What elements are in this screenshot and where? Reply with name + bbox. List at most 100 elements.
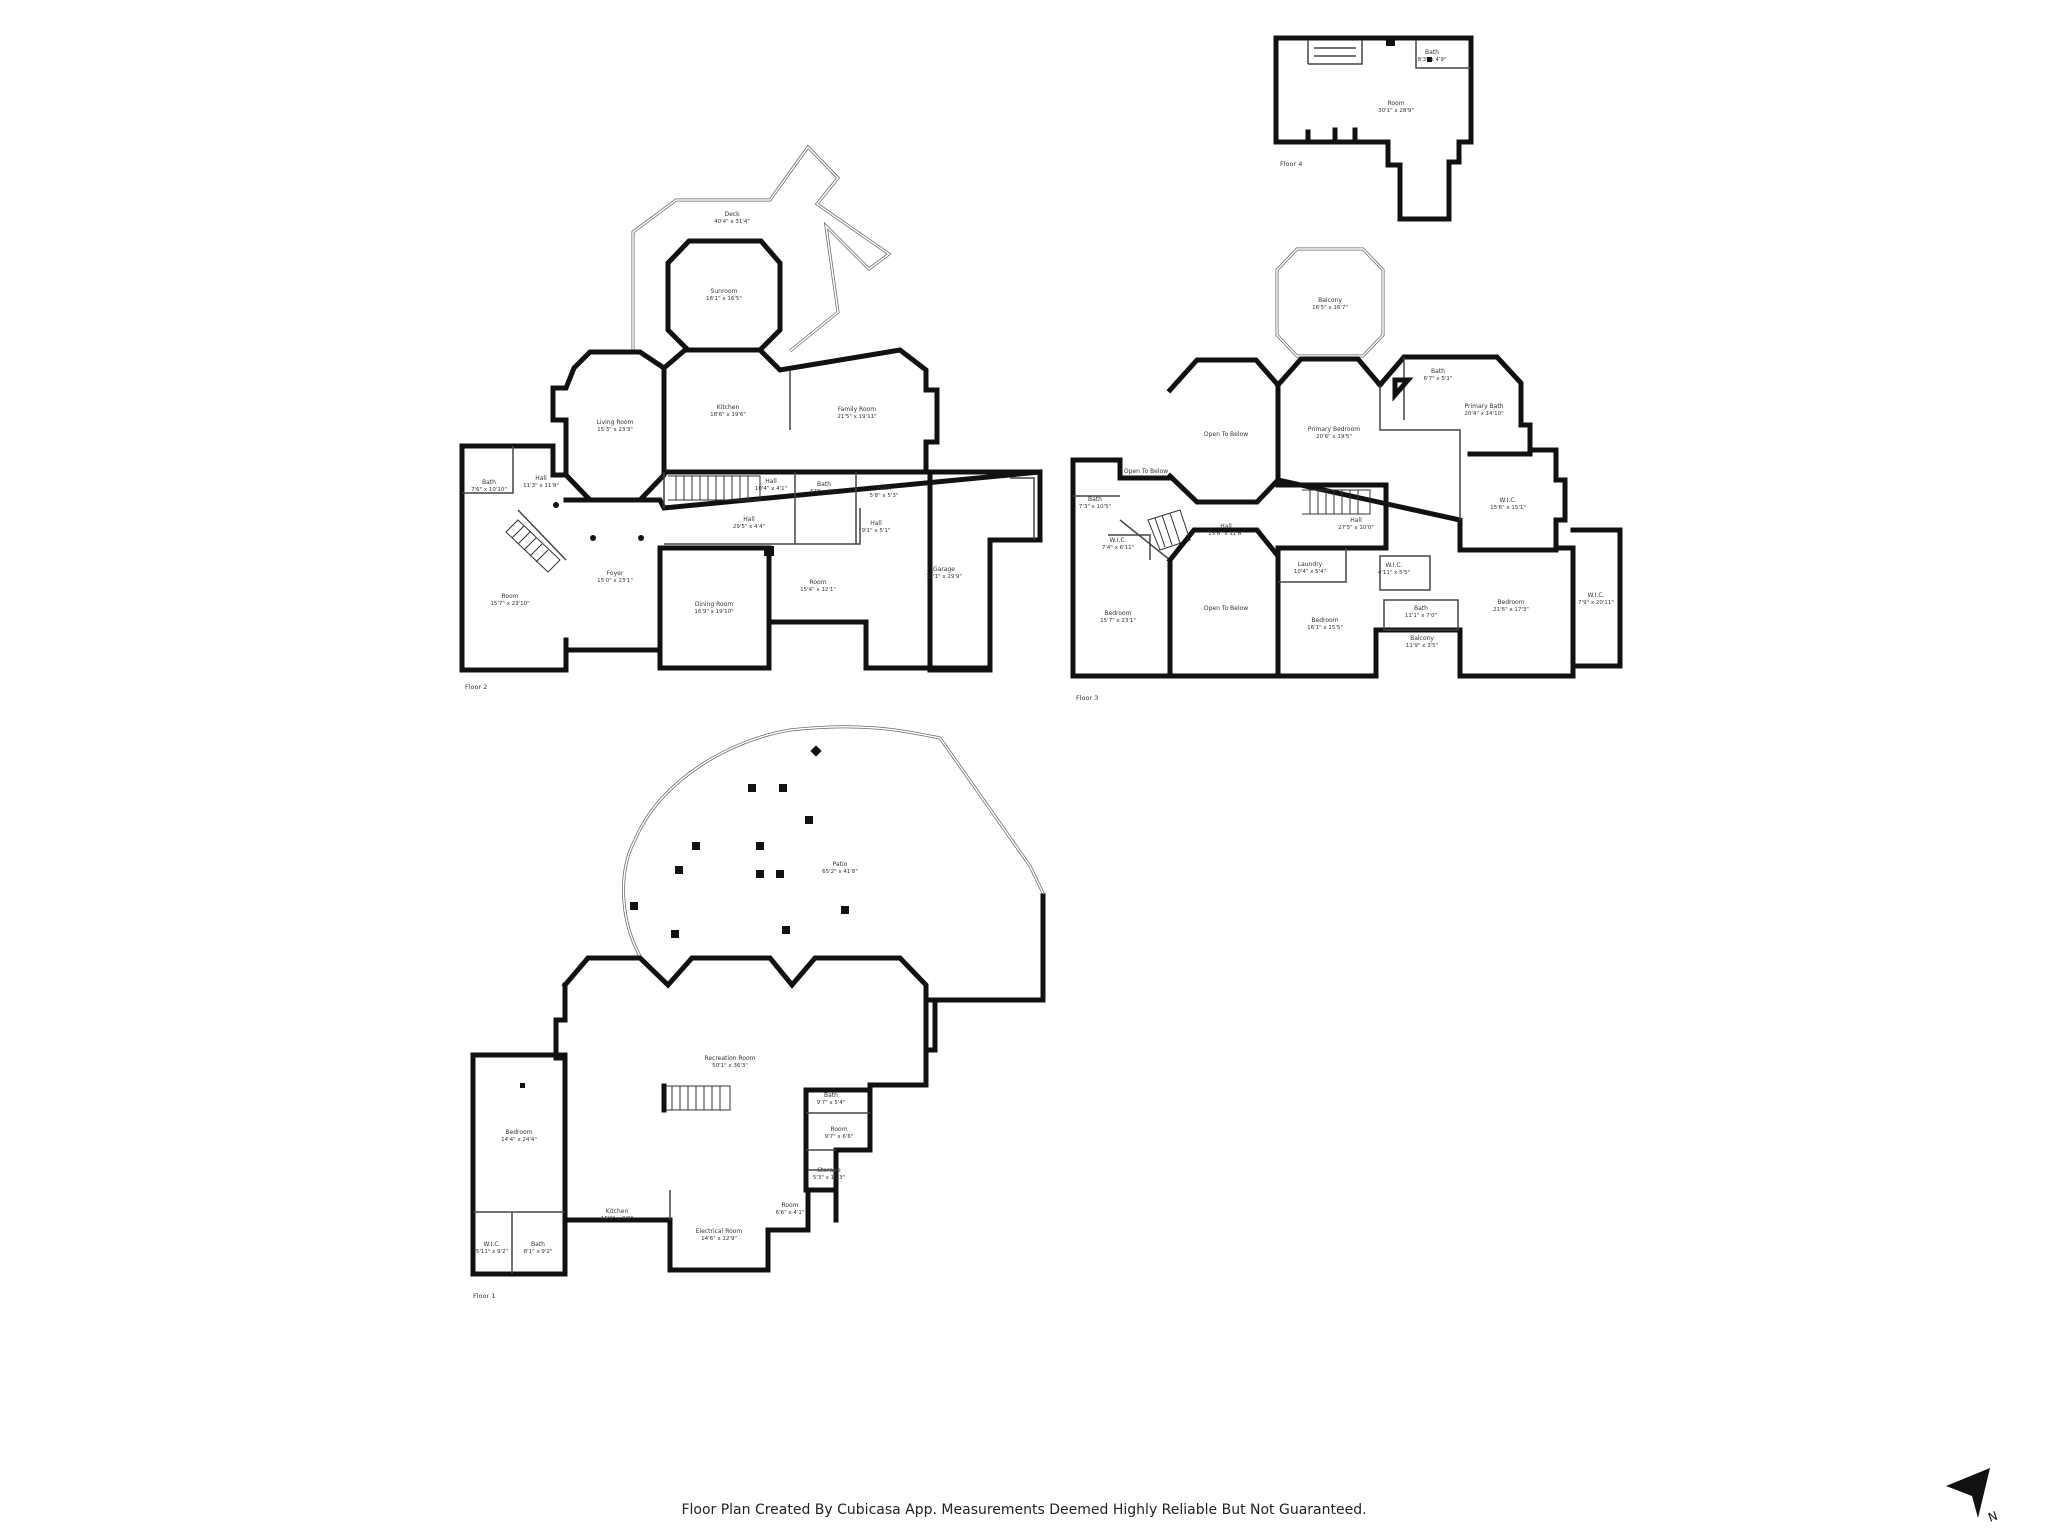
f1-bedroom-dim: 14'4" x 24'4" [501,1137,537,1143]
f2-garage-dim: 19'1" x 29'9" [926,574,962,580]
floor-3-label: Floor 3 [1076,694,1098,702]
f2-hall-3-dim: 29'5" x 4'4" [733,524,765,530]
f2-hall-2-dim: 10'4" x 4'1" [755,486,787,492]
f2-bath-1-name: Bath [482,479,496,486]
f2-bath-2-dim: 4'9" x 4'1" [810,489,839,495]
f3-laundry-name: Laundry [1298,561,1323,568]
f2-sunroom-name: Sunroom [711,288,738,295]
f1-patio-name: Patio [833,861,848,868]
f2-living-room-dim: 15'3" x 23'3" [597,427,633,433]
f2-deck-dim: 40'4" x 31'4" [714,219,750,225]
f3-primary-bedroom-dim: 20'6" x 19'5" [1316,434,1352,440]
f2-sunroom-dim: 16'1" x 16'5" [706,296,742,302]
f2-family-room-dim: 21'5" x 19'11" [837,414,876,420]
f3-balcony-dim: 16'5" x 16'7" [1312,305,1348,311]
floor-1-plan: Patio 65'2" x 41'8" Recreation Room 50'1… [470,725,1046,1300]
f1-recreation-room-name: Recreation Room [704,1055,755,1062]
f1-bedroom-name: Bedroom [505,1129,532,1136]
f3-wic-4-name: W.I.C. [1588,592,1605,599]
floor-2-label: Floor 2 [465,683,487,691]
f3-balcony-2-name: Balcony [1410,635,1434,642]
f1-patio-dim: 65'2" x 41'8" [822,869,858,875]
f3-bath-3-dim: 11'1" x 7'0" [1405,613,1437,619]
floor-4-plan: Bath 8'3" x 4'9" Room 30'1" x 28'9" Floo… [1273,35,1474,222]
f2-bath-2-name: Bath [817,481,831,488]
f2-room-2-dim: 15'4" x 12'1" [800,587,836,593]
f1-room-2-dim: 6'6" x 4'1" [776,1210,805,1216]
f2-garage-name: Garage [933,566,955,573]
f3-wic-3-name: W.I.C. [1386,562,1403,569]
f2-room-2-name: Room [809,579,826,586]
f3-open-below-1-name: Open To Below [1204,431,1248,438]
f1-room-2-name: Room [781,1202,798,1209]
footer-disclaimer: Floor Plan Created By Cubicasa App. Meas… [681,1502,1367,1518]
f1-wic-dim: 5'11" x 9'2" [476,1249,508,1255]
f2-family-room-name: Family Room [838,406,876,413]
f2-room-1-dim: 15'7" x 23'10" [490,601,529,607]
f3-wic-2-dim: 15'6" x 15'1" [1490,505,1526,511]
f2-foyer-dim: 15'0" x 23'1" [597,578,633,584]
f3-laundry-dim: 10'4" x 5'4" [1294,569,1326,575]
f3-balcony-name: Balcony [1318,297,1342,304]
f2-hall-4-dim: 9'1" x 5'1" [862,528,891,534]
f1-bath-2-name: Bath [531,1241,545,1248]
f1-kitchen-dim: 15'9" x 9'8" [601,1216,633,1222]
f1-room-1-name: Room [830,1126,847,1133]
f3-primary-bath-name: Primary Bath [1464,403,1503,410]
f2-deck-name: Deck [724,211,740,218]
f3-hall-2-dim: 27'5" x 10'0" [1338,525,1374,531]
f2-kitchen-name: Kitchen [717,404,740,411]
f3-bath-1-name: Bath [1088,496,1102,503]
f3-wic-3-dim: 4'11" x 5'5" [1378,570,1410,576]
f2-living-room-name: Living Room [597,419,634,426]
f4-bath-name: Bath [1425,49,1439,56]
f3-bedroom-3-name: Bedroom [1497,599,1524,606]
f4-room-name: Room [1387,100,1404,107]
f3-hall-2-name: Hall [1350,517,1362,524]
f3-open-below-3-name: Open To Below [1204,605,1248,612]
f1-kitchen-name: Kitchen [606,1208,629,1215]
f3-bath-3-name: Bath [1414,605,1428,612]
f2-hall-3-name: Hall [743,516,755,523]
f3-hall-1-name: Hall [1220,523,1232,530]
f3-bath-1-dim: 7'3" x 10'5" [1079,504,1111,510]
floor-4-label: Floor 4 [1280,160,1302,168]
f1-storage-name: Storage [817,1167,841,1174]
f3-hall-1-dim: 15'6" x 11'6" [1208,531,1244,537]
f2-dining-room-name: Dining Room [695,601,734,608]
f3-balcony-2-dim: 11'9" x 3'5" [1406,643,1438,649]
compass-label: N [1986,1509,1999,1524]
north-arrow-icon: N [1946,1468,1999,1524]
patio-posts [630,745,849,938]
f3-bedroom-1-dim: 15'7" x 23'1" [1100,618,1136,624]
f1-bath-2-dim: 8'1" x 9'2" [524,1249,553,1255]
f3-primary-bedroom-name: Primary Bedroom [1308,426,1360,433]
f2-foyer-name: Foyer [607,570,624,577]
f2-bath-3-name: Bath [877,485,891,492]
f4-room-dim: 30'1" x 28'9" [1378,108,1414,114]
f3-bedroom-2-dim: 16'1" x 15'5" [1307,625,1343,631]
f3-wic-1-name: W.I.C. [1110,537,1127,544]
floor-3-plan: Balcony 16'5" x 16'7" Open To Below Open… [1070,247,1623,702]
f3-wic-1-dim: 7'4" x 6'11" [1102,545,1134,551]
f2-kitchen-dim: 18'6" x 19'6" [710,412,746,418]
f3-bedroom-1-name: Bedroom [1104,610,1131,617]
f2-hall-1-dim: 11'3" x 11'8" [523,483,559,489]
f1-electrical-room-dim: 14'6" x 12'9" [701,1236,737,1242]
f1-electrical-room-name: Electrical Room [696,1228,743,1235]
f2-hall-2-name: Hall [765,478,777,485]
f2-bath-1-dim: 7'6" x 10'10" [471,487,507,493]
f2-room-1-name: Room [501,593,518,600]
f3-wic-4-dim: 7'9" x 20'11" [1578,600,1614,606]
floor-2-plan: Deck 40'4" x 31'4" Sunroom 16'1" x 16'5"… [459,144,1043,691]
f1-wic-name: W.I.C. [484,1241,501,1248]
floor-1-label: Floor 1 [473,1292,495,1300]
f3-bedroom-2-name: Bedroom [1311,617,1338,624]
f2-hall-1-name: Hall [535,475,547,482]
f3-bath-2-name: Bath [1431,368,1445,375]
f1-recreation-room-dim: 50'1" x 36'3" [712,1063,748,1069]
f3-bath-2-dim: 6'7" x 5'1" [1424,376,1453,382]
f3-primary-bath-dim: 20'4" x 14'10" [1464,411,1503,417]
f1-storage-dim: 5'3" x 12'3" [813,1175,845,1181]
